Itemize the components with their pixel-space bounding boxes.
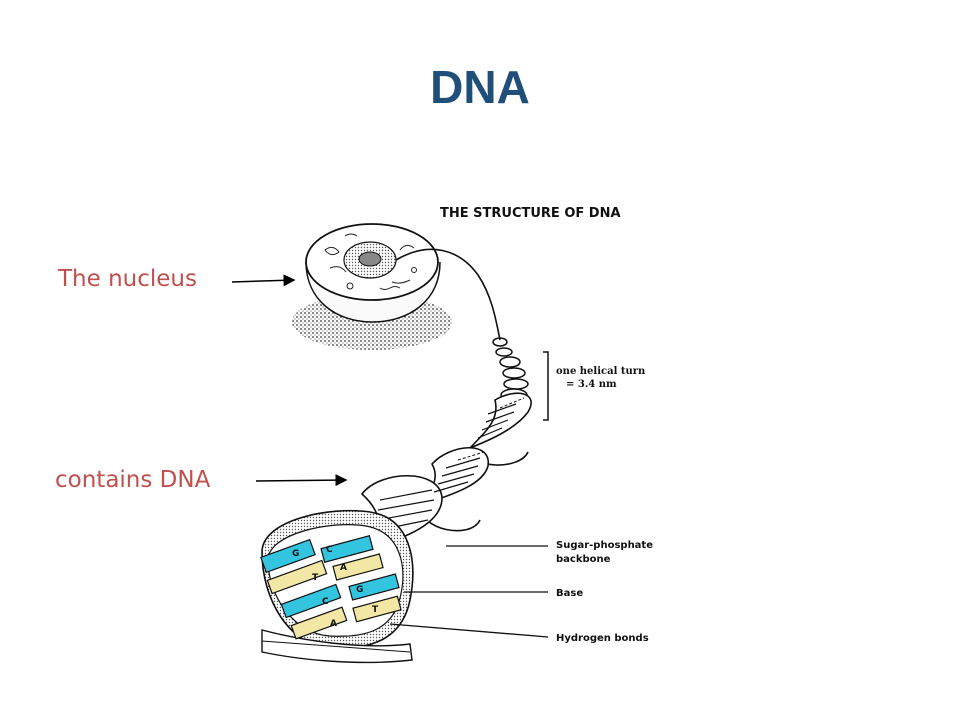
- chromatin-strand: [395, 248, 501, 341]
- base-letter: A: [340, 563, 347, 573]
- base-pairs: [260, 535, 402, 640]
- figure-heading: THE STRUCTURE OF DNA: [440, 206, 621, 221]
- backbone-label: Sugar-phosphate: [556, 540, 653, 551]
- backbone-label-2: backbone: [556, 554, 611, 565]
- contains-dna-label: contains DNA: [55, 467, 211, 493]
- nucleus-arrow: [231, 274, 296, 287]
- base-letter: A: [330, 619, 337, 629]
- base-letter: G: [292, 549, 299, 559]
- base-letter: T: [372, 605, 379, 615]
- helix-texture: [457, 397, 525, 461]
- coiled-strand: [492, 337, 529, 402]
- helical-turn-bracket: [543, 351, 549, 421]
- base-letter: T: [312, 573, 319, 583]
- leader-lines: [389, 545, 549, 638]
- base-letter: C: [326, 545, 333, 555]
- base-letter: G: [356, 585, 363, 595]
- base-label: Base: [556, 588, 583, 599]
- helical-turn-label: one helical turn: [556, 366, 646, 377]
- helical-turn-value: = 3.4 nm: [566, 379, 617, 390]
- cell-illustration: [292, 223, 452, 350]
- base-letters: G C T A C G A T: [292, 545, 379, 629]
- slide-title: DNA: [430, 61, 530, 113]
- contains-dna-arrow: [255, 474, 348, 487]
- nucleus-label: The nucleus: [58, 266, 197, 292]
- base-letter: C: [322, 597, 329, 607]
- hydrogen-bonds-label: Hydrogen bonds: [556, 633, 649, 644]
